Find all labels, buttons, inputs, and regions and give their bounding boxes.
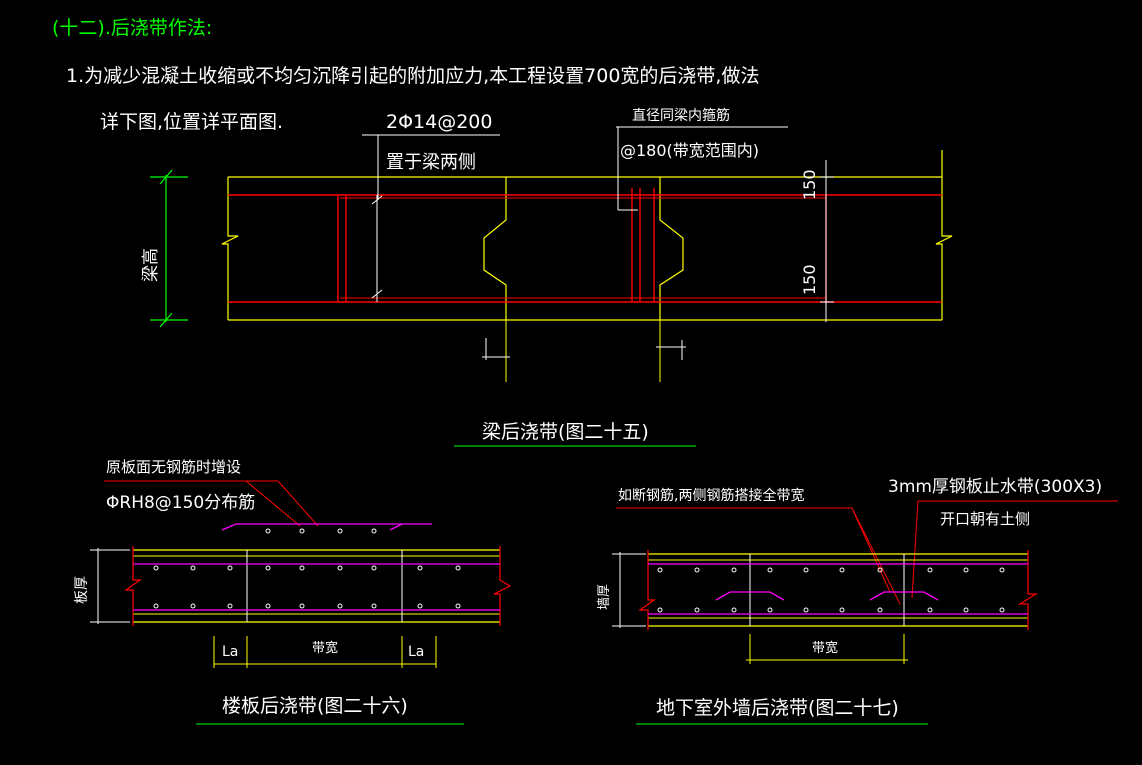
slab-leader-1	[245, 480, 301, 527]
slab-thickness-label: 板厚	[74, 576, 90, 604]
intro-line-1: 1.为减少混凝土收缩或不均匀沉降引起的附加应力,本工程设置700宽的后浇带,做法	[66, 65, 759, 87]
wall-leader-1	[851, 507, 891, 593]
wall-detail: 如断钢筋,两侧钢筋搭接全带宽 3mm厚钢板止水带(300X3) 开口朝有土侧	[597, 477, 1118, 725]
intro-line-2: 详下图,位置详平面图.	[100, 111, 283, 133]
rebar-spacing-tick-top	[371, 195, 383, 205]
slab-leader-2	[277, 480, 319, 527]
beam-height-label: 梁高	[141, 248, 161, 282]
wall-waterstop-leader	[911, 500, 919, 599]
slab-added-bar	[221, 523, 432, 531]
beam-stirrup-sub: @180(带宽范围内)	[620, 141, 759, 160]
wall-break-right	[1017, 550, 1039, 630]
wall-distribution-bars	[657, 567, 1005, 613]
wall-note-cut: 如断钢筋,两侧钢筋搭接全带宽	[618, 487, 804, 504]
beam-caption: 梁后浇带(图二十五)	[482, 421, 649, 443]
slab-caption: 楼板后浇带(图二十六)	[222, 695, 408, 717]
beam-height-tick-top	[159, 169, 173, 185]
beam-stirrup-label: 直径同梁内箍筋	[632, 107, 730, 124]
section-heading: (十二).后浇带作法:	[52, 17, 212, 39]
beam-joint-left	[483, 177, 507, 320]
slab-band-width: 带宽	[312, 640, 338, 656]
slab-la-left: La	[222, 644, 238, 660]
beam-detail: 150 150 梁高 2Φ14@200 置于梁两侧 直径同梁内箍筋 @180(带…	[141, 107, 953, 447]
wall-waterstop-label: 3mm厚钢板止水带(300X3)	[888, 477, 1102, 497]
wall-thickness-label: 墙厚	[597, 584, 612, 610]
wall-leader-2	[851, 507, 901, 605]
dim-150-top: 150	[800, 169, 819, 200]
wall-band-width: 带宽	[812, 640, 838, 656]
slab-la-right: La	[408, 644, 424, 660]
wall-break-left	[638, 550, 656, 630]
slab-distribution-bars	[153, 528, 461, 609]
wall-lap-bar-right	[869, 591, 939, 601]
slab-added-bar-hook	[389, 523, 403, 531]
slab-detail: 原板面无钢筋时增设 ΦRH8@150分布筋 板厚	[74, 458, 512, 725]
slab-note-1: 原板面无钢筋时增设	[106, 458, 241, 476]
wall-caption: 地下室外墙后浇带(图二十七)	[656, 697, 899, 719]
slab-note-2: ΦRH8@150分布筋	[106, 493, 255, 513]
beam-break-right	[935, 150, 953, 320]
beam-break-left	[221, 177, 239, 320]
dim-150-bottom: 150	[800, 264, 819, 295]
beam-rebar-label: 2Φ14@200	[386, 111, 493, 133]
wall-opening-label: 开口朝有土侧	[940, 510, 1030, 528]
slab-break-left	[124, 546, 142, 626]
beam-rebar-sub: 置于梁两侧	[386, 152, 476, 173]
slab-break-right	[493, 546, 512, 626]
beam-height-tick-bottom	[159, 312, 173, 328]
beam-joint-right	[659, 177, 684, 320]
rebar-spacing-tick-bottom	[371, 289, 383, 299]
wall-lap-bar-left	[715, 591, 785, 601]
